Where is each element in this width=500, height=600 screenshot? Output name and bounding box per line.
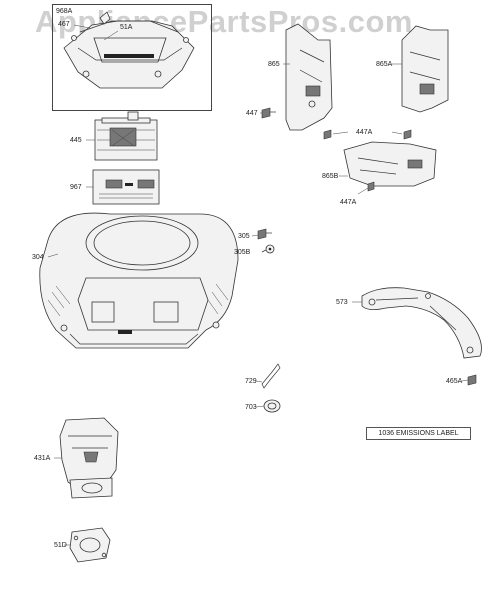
part-air-filter — [94, 111, 158, 161]
part-gasket-51d — [69, 527, 111, 563]
part-label-431a: 431A — [34, 455, 51, 462]
part-label-465a: 465A — [446, 378, 463, 385]
part-label-447a-bottom: 447A — [340, 199, 357, 206]
part-baffle-573 — [361, 287, 482, 359]
part-screws-447 — [261, 107, 412, 195]
part-intake-431a — [59, 417, 119, 499]
part-label-304: 304 — [32, 254, 44, 261]
part-shroud-865 — [285, 23, 333, 131]
part-label-445: 445 — [70, 137, 82, 144]
part-screw-465a — [467, 374, 477, 386]
emissions-label-box: 1036 EMISSIONS LABEL — [366, 427, 471, 440]
part-label-703: 703 — [245, 404, 257, 411]
part-label-573: 573 — [336, 299, 348, 306]
leader-lines — [47, 24, 469, 546]
part-shroud-865a — [401, 25, 449, 113]
part-clamp-703 — [263, 399, 281, 413]
part-label-968a: 968A — [56, 8, 73, 15]
part-air-cleaner-cover — [63, 11, 195, 89]
part-label-447: 447 — [246, 110, 258, 117]
part-label-967: 967 — [70, 184, 82, 191]
part-label-305: 305 — [238, 233, 250, 240]
part-label-729: 729 — [245, 378, 257, 385]
part-label-467: 467 — [58, 21, 70, 28]
part-fasteners-305 — [257, 228, 275, 254]
part-blower-housing — [39, 212, 239, 349]
part-label-865b: 865B — [322, 173, 339, 180]
part-label-305b: 305B — [234, 249, 251, 256]
part-shroud-865b — [343, 141, 437, 187]
inset-box-air-cleaner-cover — [52, 4, 212, 111]
part-label-865a: 865A — [376, 61, 393, 68]
part-label-51d: 51D — [54, 542, 67, 549]
part-label-51a: 51A — [120, 24, 133, 31]
part-pre-cleaner — [92, 169, 160, 205]
part-tie-729 — [261, 363, 281, 389]
part-label-865: 865 — [268, 61, 280, 68]
part-label-447a-top: 447A — [356, 129, 373, 136]
